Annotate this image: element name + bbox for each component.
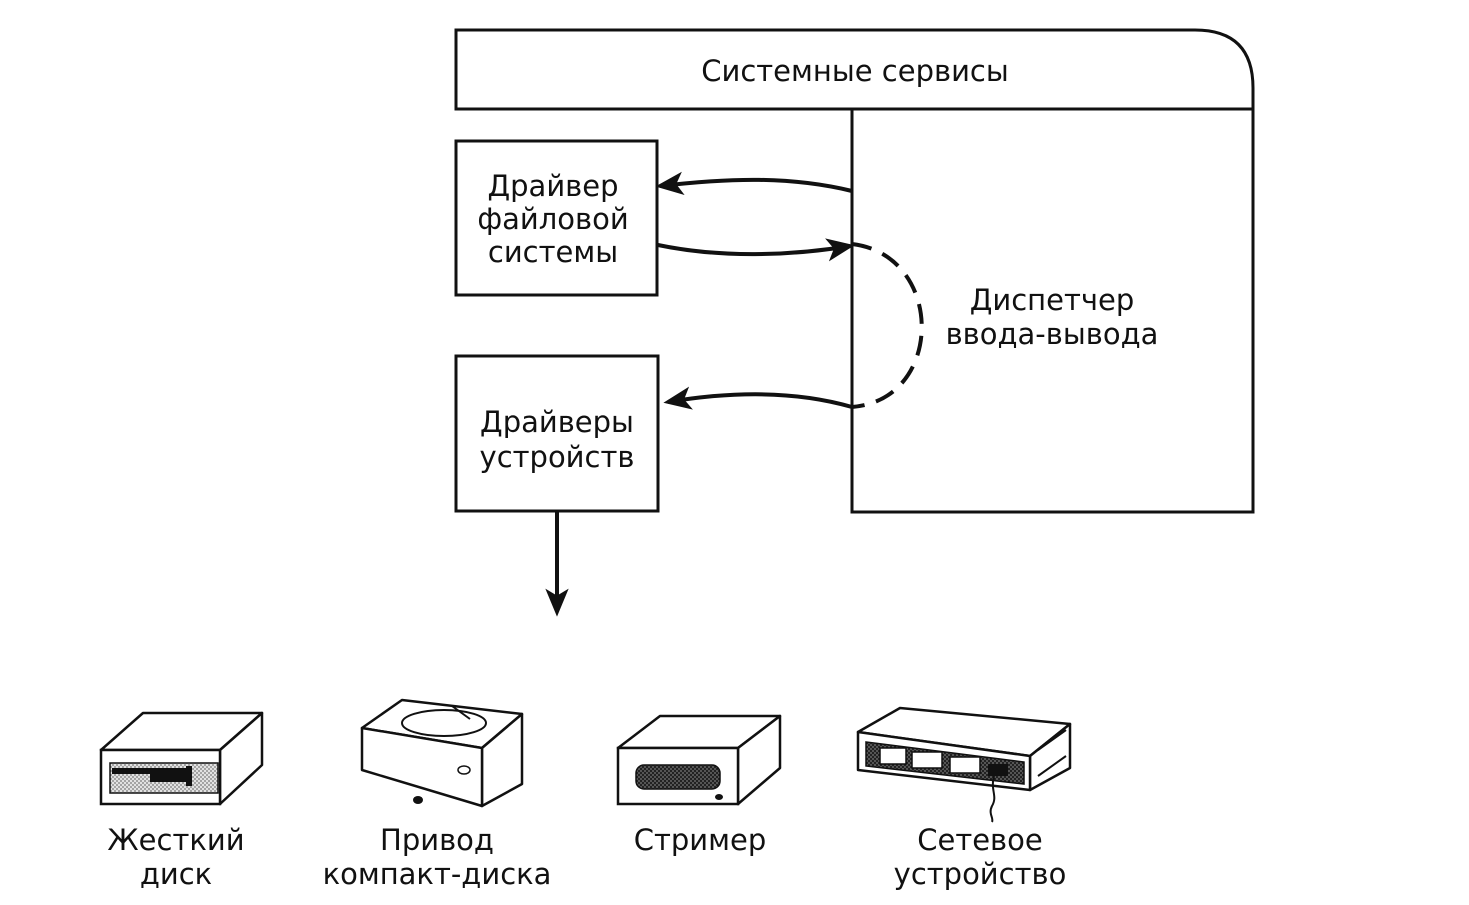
- system-services-label: Системные сервисы: [701, 54, 1009, 88]
- device-drivers-label-line1: Драйверы: [480, 405, 634, 439]
- device-caption-cd-drive-line1: Привод: [380, 823, 494, 857]
- arrow-io-to-device-drivers: [663, 386, 853, 410]
- fs-driver-label-line2: файловой: [477, 202, 628, 236]
- fs-driver-label-line1: Драйвер: [487, 169, 618, 203]
- device-caption-streamer-line1: Стример: [634, 823, 767, 857]
- system-services-block: Системные сервисы: [454, 28, 1255, 111]
- hard-disk-icon: [99, 711, 264, 806]
- device-drivers-block: Драйверы устройств: [454, 354, 660, 513]
- device-caption-network-line1: Сетевое: [917, 823, 1043, 857]
- device-caption-hard-disk-line1: Жесткий: [107, 823, 244, 857]
- device-drivers-label-line2: устройств: [480, 440, 635, 474]
- io-manager-label-line1: Диспетчер: [970, 283, 1135, 317]
- cd-drive-icon: [360, 698, 524, 808]
- tape-streamer-icon: [616, 714, 782, 806]
- dashed-io-internal-path: [851, 242, 924, 409]
- fs-driver-label-line3: системы: [488, 235, 618, 269]
- arrow-fs-driver-to-io: [657, 238, 855, 262]
- io-manager-label-line2: ввода-вывода: [946, 317, 1159, 351]
- fs-driver-block: Драйвер файловой системы: [454, 139, 659, 297]
- device-caption-network-line2: устройство: [894, 857, 1067, 891]
- network-device-icon: [856, 706, 1072, 823]
- io-manager-block: Диспетчер ввода-вывода: [850, 107, 1255, 514]
- device-caption-hard-disk-line2: диск: [140, 857, 212, 891]
- arrow-io-to-fs-driver: [655, 171, 853, 195]
- device-caption-cd-drive-line2: компакт-диска: [323, 857, 552, 891]
